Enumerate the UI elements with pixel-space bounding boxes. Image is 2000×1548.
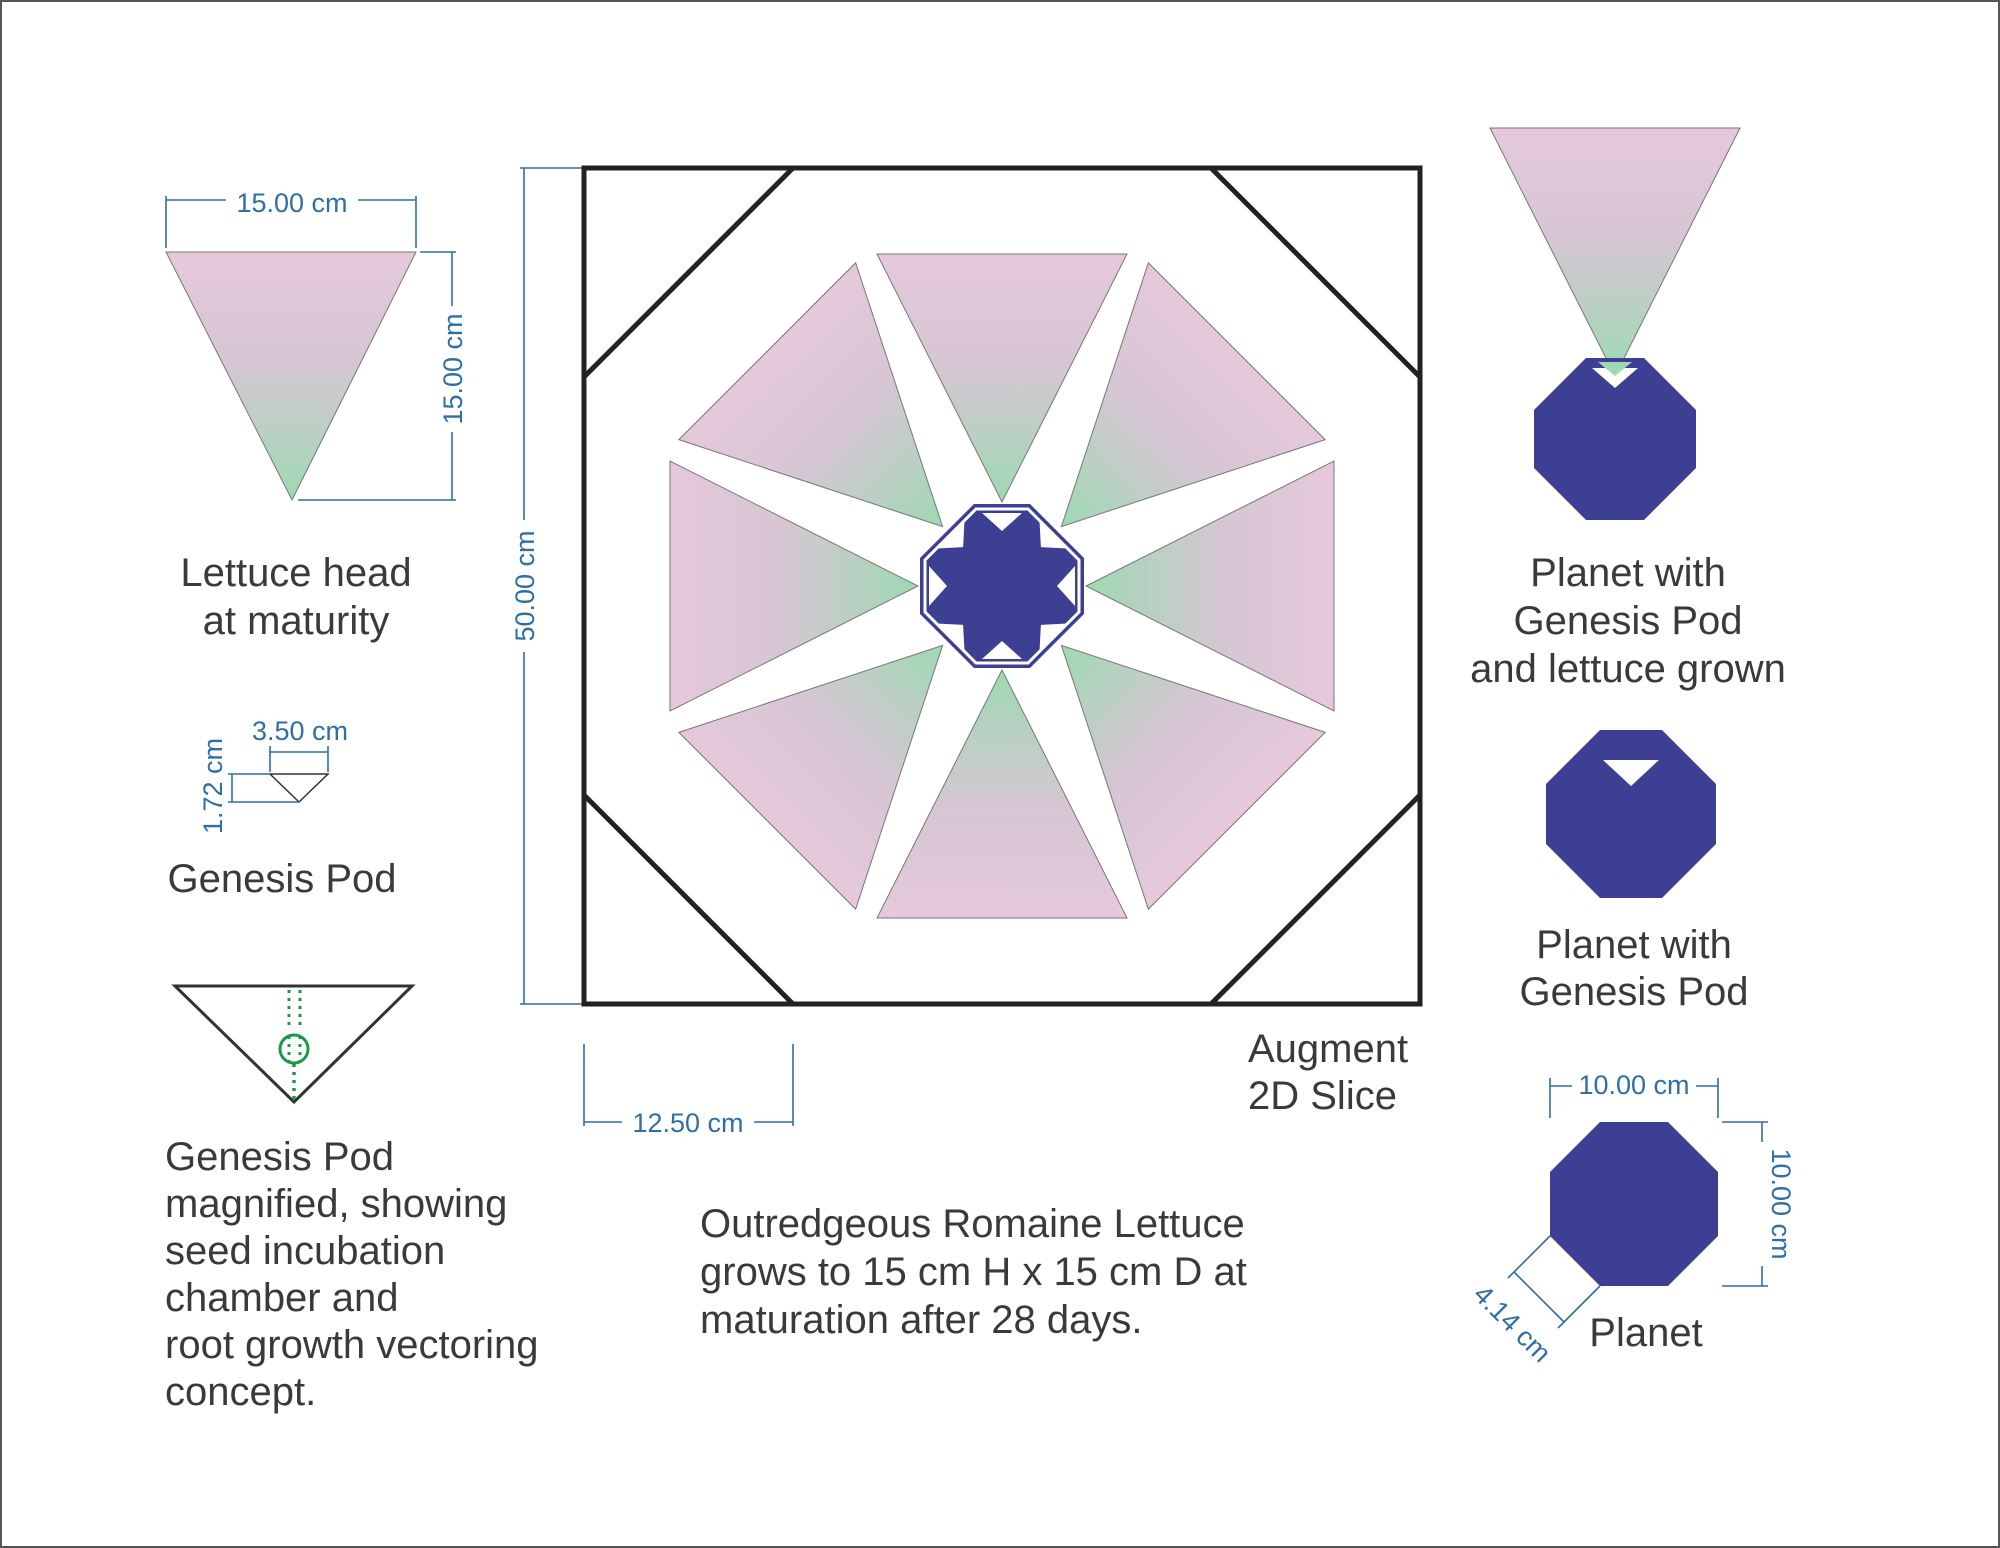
lettuce-leaf-e: [1084, 460, 1335, 712]
corner-cut-bottom-left: [582, 793, 795, 1006]
lettuce-width-label: 15.00 cm: [236, 188, 347, 218]
genesis-pod-magnified-figure: Genesis Pod magnified, showing seed incu…: [165, 984, 539, 1414]
planet-lettuce-caption-line-1: Planet with: [1530, 551, 1726, 595]
lettuce-caption-line-1: Lettuce head: [180, 551, 411, 595]
planet-figure: 10.00 cm 10.00 cm 4.14 cm Planet: [1468, 1068, 1796, 1368]
magnified-caption-line-1: Genesis Pod: [165, 1135, 394, 1179]
augment-2d-slice: 50.00 cm: [508, 165, 1423, 1138]
planet-with-lettuce-figure: Planet with Genesis Pod and lettuce grow…: [1470, 127, 1786, 691]
magnified-caption-line-6: concept.: [165, 1370, 316, 1414]
pod-slot-with-lettuce: [1592, 368, 1638, 388]
planet-caption: Planet: [1589, 1311, 1702, 1355]
planet-octagon-with-lettuce: [1534, 358, 1696, 520]
augment-frame: [581, 165, 1423, 1007]
central-pods: [929, 513, 1075, 659]
planet-with-pod-figure: Planet with Genesis Pod: [1519, 730, 1749, 1014]
planet-width-label: 10.00 cm: [1578, 1070, 1689, 1100]
lettuce-leaf-w: [669, 460, 920, 712]
augment-caption-line-2: 2D Slice: [1248, 1074, 1397, 1118]
lettuce-leaves: [669, 253, 1335, 919]
seed-incubation-chamber: [278, 1033, 310, 1065]
lettuce-leaf-se: [1060, 644, 1327, 911]
grown-lettuce-triangle: [1489, 127, 1741, 378]
pod-slot: [1603, 760, 1659, 786]
planet-pod-caption-line-2: Genesis Pod: [1519, 970, 1748, 1014]
planet-height-label: 10.00 cm: [1766, 1148, 1796, 1259]
genesis-pod-width-label: 3.50 cm: [252, 716, 348, 746]
augment-height-label: 50.00 cm: [510, 530, 540, 641]
magnified-caption-line-4: chamber and: [165, 1276, 398, 1320]
corner-cut-top-left: [582, 166, 795, 379]
corner-cut-bottom-right: [1209, 793, 1422, 1006]
lettuce-leaf-sw: [677, 644, 944, 911]
lettuce-leaf-ne: [1060, 261, 1327, 528]
planet-lettuce-caption-line-3: and lettuce grown: [1470, 647, 1786, 691]
planet-side-label: 4.14 cm: [1468, 1279, 1557, 1368]
lettuce-leaf-s: [876, 668, 1128, 919]
corner-cut-top-right: [1209, 166, 1422, 379]
lettuce-triangle: [165, 251, 417, 502]
description-text: Outredgeous Romaine Lettuce grows to 15 …: [700, 1202, 1247, 1342]
planet-pod-caption-line-1: Planet with: [1536, 923, 1732, 967]
genesis-pod-height-label: 1.72 cm: [198, 738, 228, 834]
lettuce-caption-line-2: at maturity: [203, 599, 390, 643]
description-line-1: Outredgeous Romaine Lettuce: [700, 1202, 1245, 1246]
description-line-3: maturation after 28 days.: [700, 1298, 1142, 1342]
lettuce-height-label: 15.00 cm: [438, 313, 468, 424]
augment-caption-line-1: Augment: [1248, 1027, 1408, 1071]
magnified-pod-triangle: [171, 984, 416, 1105]
magnified-caption-line-2: magnified, showing: [165, 1182, 507, 1226]
central-planet: [920, 504, 1084, 668]
corner-width-label: 12.50 cm: [632, 1108, 743, 1138]
magnified-caption-line-3: seed incubation: [165, 1229, 445, 1273]
lettuce-head-figure: 15.00 cm 15.00 cm Lettuce head at maturi…: [165, 184, 468, 643]
magnified-caption-line-5: root growth vectoring: [165, 1323, 539, 1367]
genesis-pod-figure: 3.50 cm 1.72 cm Genesis Pod: [167, 716, 396, 901]
lettuce-leaf-n: [876, 253, 1128, 504]
lettuce-leaf-nw: [677, 261, 944, 528]
genesis-pod-triangle: [268, 773, 330, 804]
planet-lettuce-caption-line-2: Genesis Pod: [1513, 599, 1742, 643]
genesis-pod-caption: Genesis Pod: [167, 857, 396, 901]
planet-octagon: [1550, 1122, 1718, 1286]
description-line-2: grows to 15 cm H x 15 cm D at: [700, 1250, 1247, 1294]
planet-octagon-with-pod: [1546, 730, 1716, 898]
